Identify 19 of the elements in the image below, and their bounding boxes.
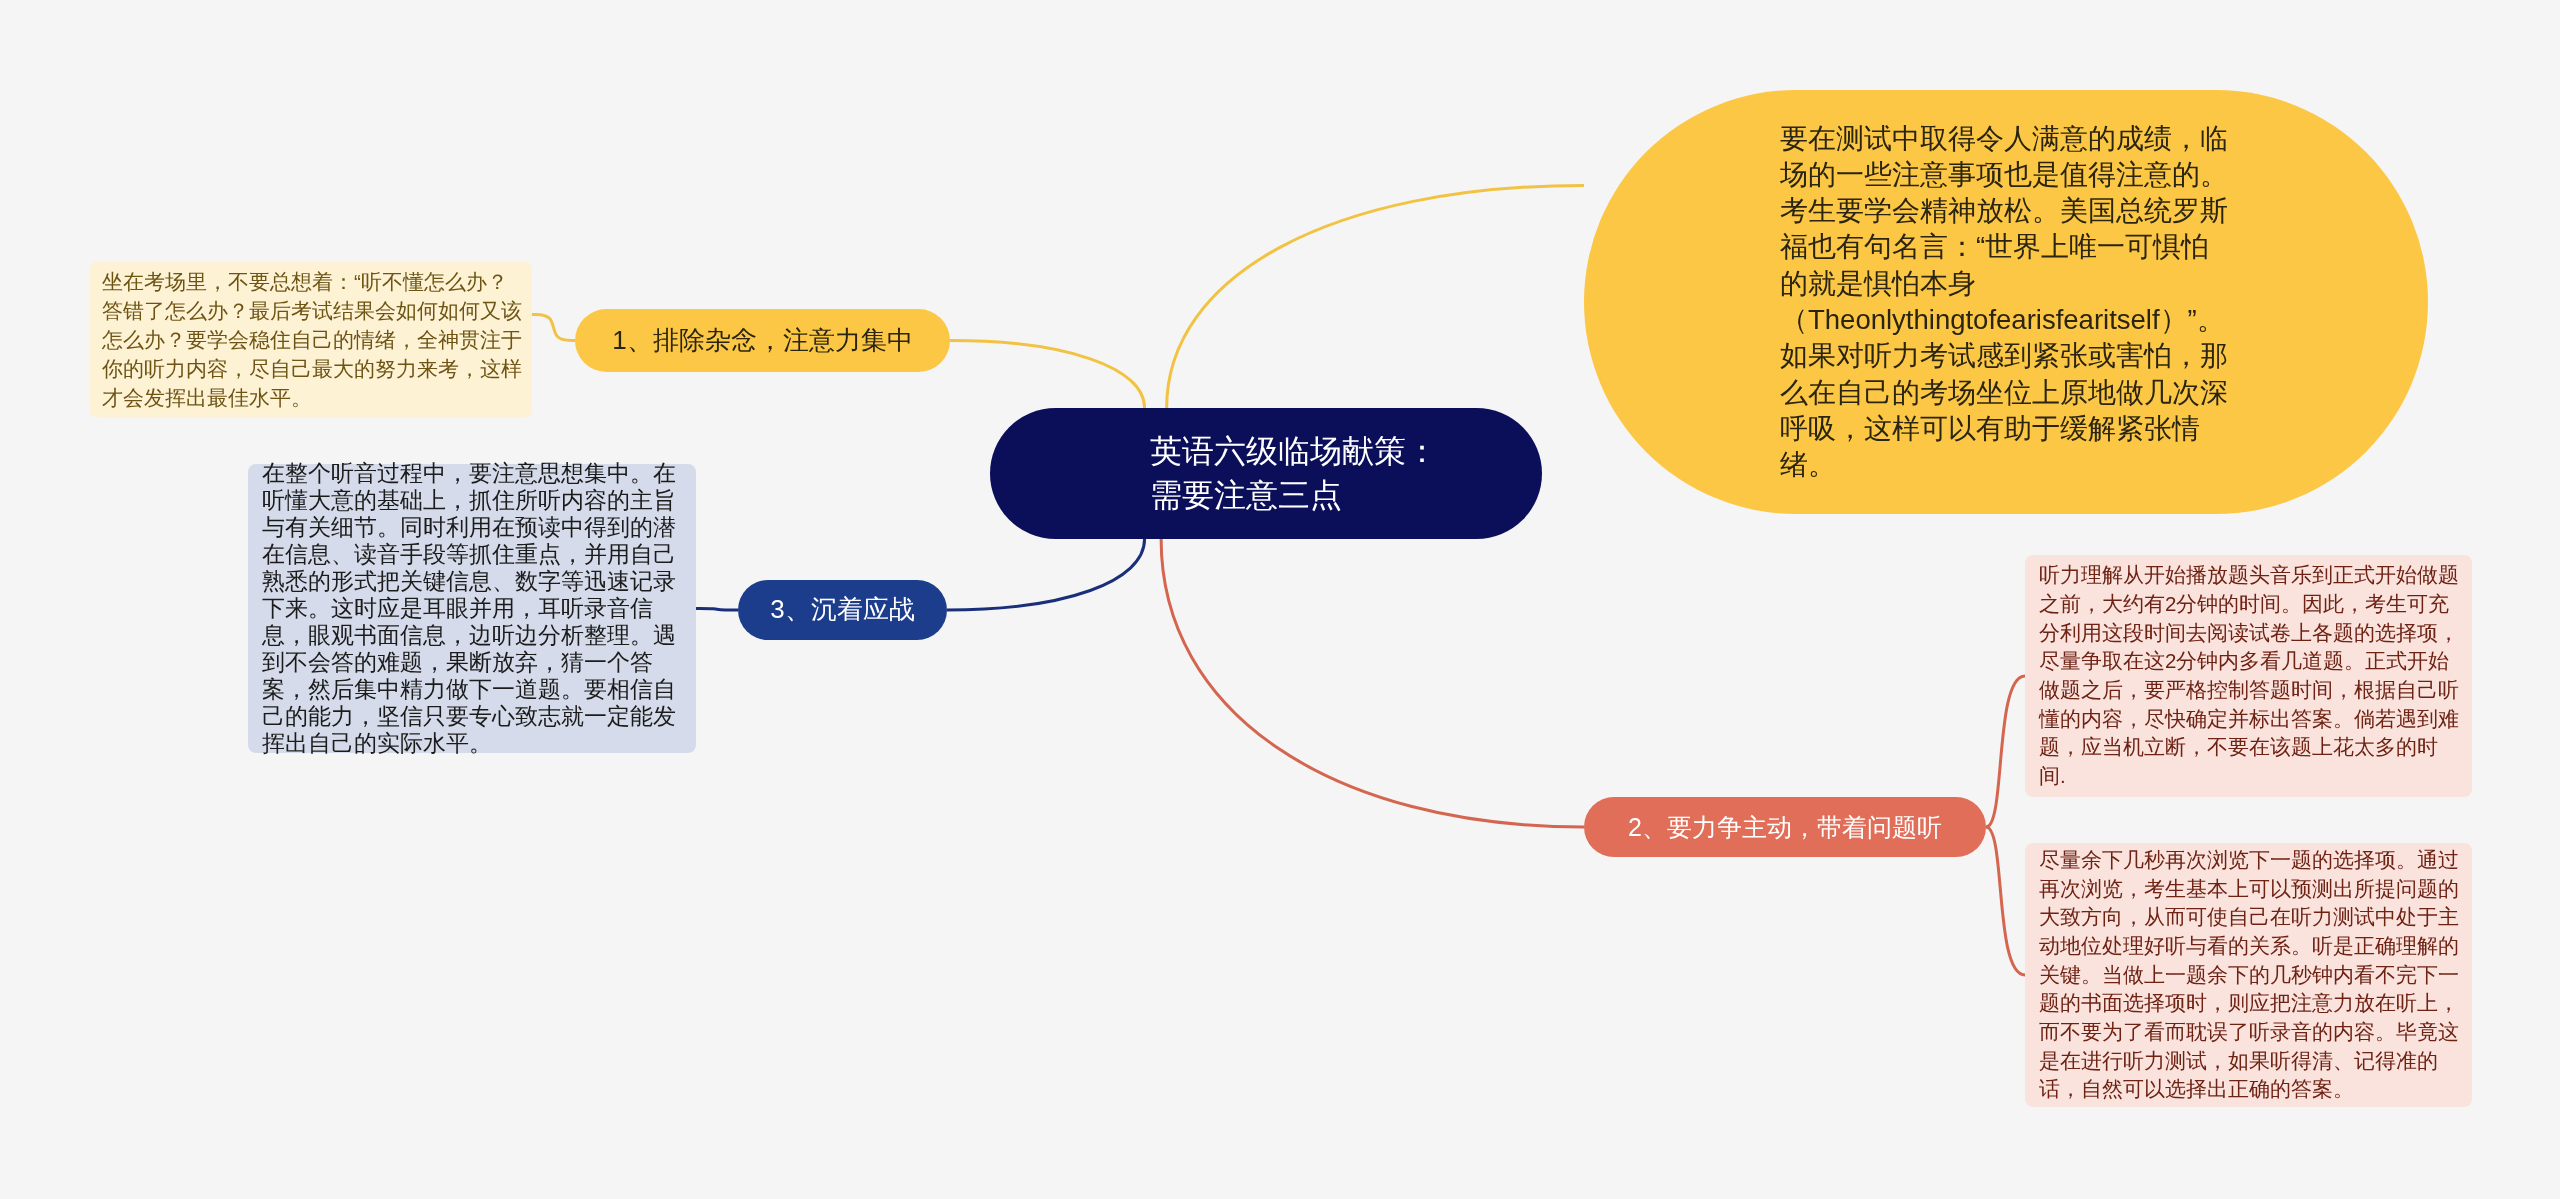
connector-line — [949, 339, 1147, 409]
topic-text: 英语六级临场献策：需要注意三点 — [1150, 432, 1439, 515]
connector-line — [946, 538, 1147, 612]
branch-topic — [1584, 797, 1986, 857]
topic-text: 1、排除杂念，注意力集中 — [612, 324, 913, 357]
connector-line — [1159, 538, 1585, 829]
topic-text: 在整个听音过程中，要注意思想集中。在听懂大意的基础上，抓住所听内容的主旨与有关细节。同时利用在预读中得到的潜在信息、读音手段等抓住重点，并用自己熟悉的形式把关键信息、数字等迅速记录下来。这时应是耳眼并用，耳听录音信息，眼观书面信息，边听边分析整理。遇到不会答的难题，果断放弃，猜一个答案，然后集中精力做下一道题。要相信自己的能力，坚信只要专心致志就一定能发挥出自己的实际水平。 — [262, 460, 677, 757]
topic-text: 坐在考场里，不要总想着：“听不懂怎么办？答错了怎么办？最后考试结果会如何如何又该怎么办？要学会稳住自己的情绪，全神贯注于你的听力内容，尽自己最大的努力来考，这样才会发挥出最佳水平。 — [102, 268, 522, 412]
branch-topic — [738, 580, 947, 640]
topic-text: 3、沉着应战 — [770, 594, 915, 626]
topic-text: 要在测试中取得令人满意的成绩，临场的一些注意事项也是值得注意的。考生要学会精神放松。美国总统罗斯福也有句名言：“世界上唯一可惧怕的就是惧怕本身（Theonlythingtofearisfearitself）”。如果对听力考试感到紧张或害怕，那么在自己的考场坐位上原地做几次深呼吸，这样可以有助于缓解紧张情绪。 — [1780, 121, 2229, 483]
connector-line — [1165, 183, 1585, 409]
connector-line — [1985, 825, 2026, 977]
topic-text: 尽量余下几秒再次浏览下一题的选择项。通过再次浏览，考生基本上可以预测出所提问题的大致方向，从而可使自己在听力测试中处于主动地位处理好听与看的关系。听是正确理解的关键。当做上一题余下的几秒钟内看不完下一题的书面选择项时，则应把注意力放在听上，而不要为了看而耽误了听录音的内容。毕竟这是在进行听力测试，如果听得清、记得准的话，自然可以选择出正确的答案。 — [2039, 846, 2460, 1103]
topic-text: 听力理解从开始播放题头音乐到正式开始做题之前，大约有2分钟的时间。因此，考生可充分利用这段时间去阅读试卷上各题的选择项，尽量争取在这2分钟内多看几道题。正式开始做题之后，要严格控制答题时间，根据自己听懂的内容，尽快确定并标出答案。倘若遇到难题，应当机立断，不要在该题上花太多的时间. — [2039, 562, 2460, 790]
connector-line — [696, 607, 738, 612]
topic-text: 2、要力争主动，带着问题听 — [1628, 812, 1942, 842]
connector-line — [1985, 674, 2026, 829]
connector-line — [532, 312, 575, 342]
